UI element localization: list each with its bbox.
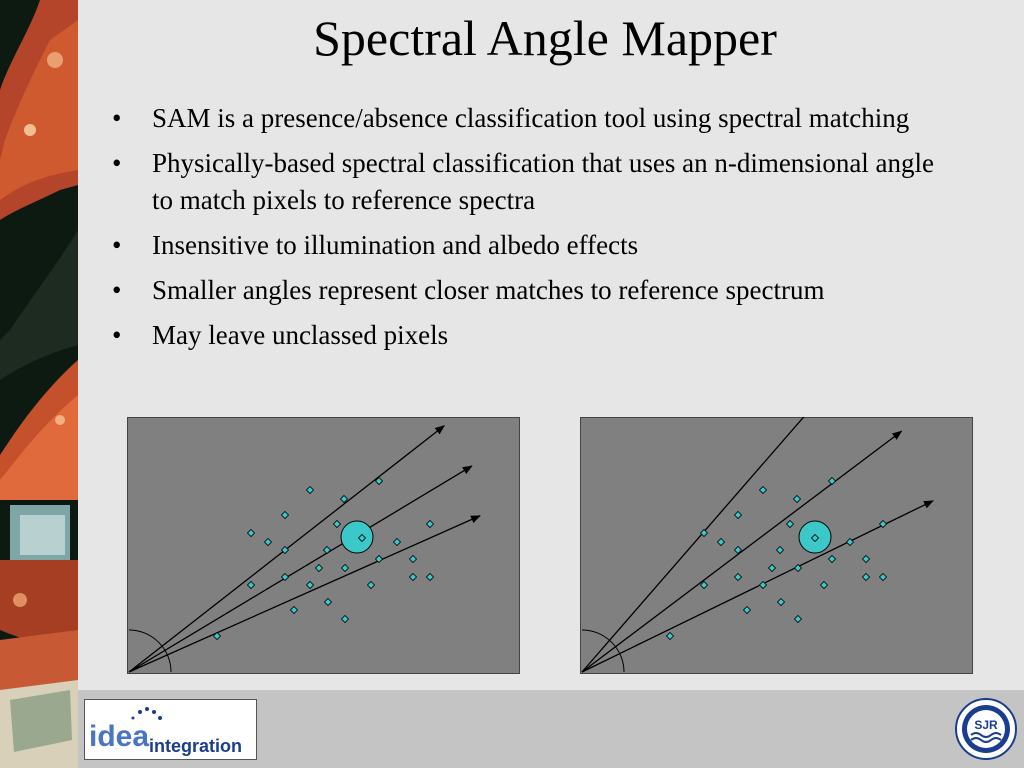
pixel-point <box>408 572 418 582</box>
pixel-point <box>366 580 376 590</box>
bullet-item: SAM is a presence/absence classification… <box>108 100 948 137</box>
pixel-point <box>819 580 829 590</box>
pixel-point <box>742 605 752 615</box>
pixel-point <box>246 528 256 538</box>
pixel-point <box>289 605 299 615</box>
pixel-point <box>246 580 256 590</box>
wave-icon <box>970 732 1002 738</box>
pixel-point <box>323 597 333 607</box>
pixel-point <box>827 476 837 486</box>
spectral-vector <box>128 465 473 673</box>
diagram-panel <box>127 417 520 674</box>
spectral-vector <box>581 500 934 673</box>
pixel-point <box>793 563 803 573</box>
bullet-item: Physically-based spectral classification… <box>108 145 948 219</box>
pixel-point <box>340 563 350 573</box>
pixel-point <box>785 519 795 529</box>
pixel-point <box>425 519 435 529</box>
pixel-point <box>767 563 777 573</box>
sjr-seal-logo: SJR <box>955 698 1017 760</box>
pixel-point <box>878 519 888 529</box>
reference-spectrum-circle <box>340 520 374 554</box>
spectral-vector <box>128 515 481 673</box>
pixel-point <box>827 554 837 564</box>
pixel-point <box>305 485 315 495</box>
bullet-item: Smaller angles represent closer matches … <box>108 272 948 309</box>
pixel-point <box>733 510 743 520</box>
pixel-point <box>699 580 709 590</box>
pixel-point <box>758 580 768 590</box>
bullet-item: May leave unclassed pixels <box>108 317 948 354</box>
pixel-point <box>733 572 743 582</box>
logo-word-integration: integration <box>149 736 242 756</box>
pixel-point <box>357 533 367 543</box>
bullet-item: Insensitive to illumination and albedo e… <box>108 227 948 264</box>
pixel-point <box>425 572 435 582</box>
pixel-point <box>212 631 222 641</box>
pixel-point <box>322 545 332 555</box>
pixel-point <box>716 537 726 547</box>
pixel-point <box>280 572 290 582</box>
pixel-point <box>861 554 871 564</box>
pixel-point <box>305 580 315 590</box>
pixel-point <box>810 533 820 543</box>
pixel-point <box>408 554 418 564</box>
pixel-point <box>280 545 290 555</box>
spectral-angle-diagram-left <box>127 417 520 674</box>
pixel-point <box>374 554 384 564</box>
pixel-point <box>374 476 384 486</box>
side-satellite-image <box>0 0 78 768</box>
pixel-point <box>263 537 273 547</box>
spectral-angle-diagram-right <box>580 417 973 674</box>
pixel-point <box>733 545 743 555</box>
sjr-letters: SJR <box>974 718 998 732</box>
pixel-point <box>340 614 350 624</box>
angle-arc <box>128 629 172 673</box>
pixel-point <box>775 545 785 555</box>
pixel-point <box>793 614 803 624</box>
pixel-point <box>861 572 871 582</box>
idea-integration-logo: idea integration <box>84 699 257 760</box>
pixel-point <box>878 572 888 582</box>
pixel-point <box>314 563 324 573</box>
spectral-vector <box>581 417 805 673</box>
pixel-point <box>665 631 675 641</box>
pixel-point <box>845 537 855 547</box>
pixel-point <box>699 528 709 538</box>
spectral-vector <box>581 430 903 673</box>
slide-title: Spectral Angle Mapper <box>313 10 777 66</box>
angle-arc <box>581 629 625 673</box>
pixel-point <box>792 494 802 504</box>
pixel-point <box>758 485 768 495</box>
logo-dots-icon <box>131 707 162 720</box>
pixel-point <box>339 494 349 504</box>
bullet-list: SAM is a presence/absence classification… <box>108 100 948 362</box>
logo-word-idea: idea <box>89 720 149 753</box>
pixel-point <box>332 519 342 529</box>
pixel-point <box>280 510 290 520</box>
pixel-point <box>392 537 402 547</box>
diagram-panel <box>580 417 973 674</box>
pixel-point <box>776 597 786 607</box>
